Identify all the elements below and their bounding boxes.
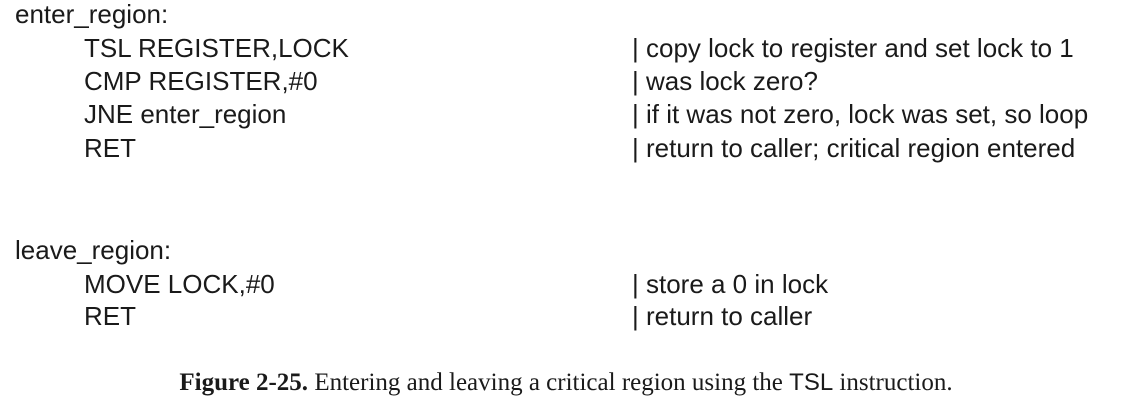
instruction-ret-enter: RET — [84, 133, 136, 163]
comment-ret-leave: | return to caller — [632, 301, 813, 331]
caption-text-before: Entering and leaving a critical region u… — [308, 369, 790, 396]
instruction-tsl: TSL REGISTER,LOCK — [84, 33, 349, 63]
comment-ret-enter: | return to caller; critical region ente… — [632, 133, 1076, 163]
instruction-cmp: CMP REGISTER,#0 — [84, 66, 318, 96]
comment-cmp: | was lock zero? — [632, 66, 818, 96]
caption-code-term: TSL — [789, 369, 834, 396]
leave-region-label: leave_region: — [15, 235, 172, 265]
figure-label: Figure 2-25. — [179, 369, 309, 396]
instruction-ret-leave: RET — [84, 301, 136, 331]
enter-region-label: enter_region: — [15, 0, 169, 29]
instruction-move: MOVE LOCK,#0 — [84, 269, 275, 299]
comment-jne: | if it was not zero, lock was set, so l… — [632, 99, 1089, 129]
comment-tsl: | copy lock to register and set lock to … — [632, 33, 1074, 63]
caption-text-after: instruction. — [833, 369, 953, 396]
comment-move: | store a 0 in lock — [632, 269, 829, 299]
figure-caption: Figure 2-25. Entering and leaving a crit… — [0, 366, 1132, 400]
instruction-jne: JNE enter_region — [84, 99, 287, 129]
